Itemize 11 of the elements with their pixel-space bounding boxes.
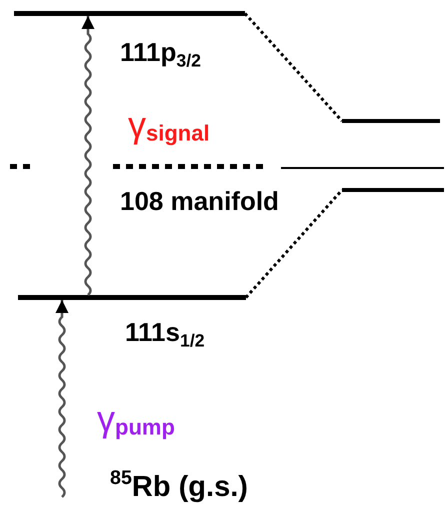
wavy-arrow bbox=[82, 16, 94, 296]
energy-level-line bbox=[281, 167, 444, 169]
level-label: 108 manifold bbox=[120, 186, 279, 218]
level-label: $^{85}$Rb (g.s.) bbox=[110, 470, 248, 505]
level-label: 111s$_{1/2}$ bbox=[125, 317, 205, 348]
edge-label: γ$_{pump}$ bbox=[97, 397, 175, 440]
dotted-line bbox=[244, 12, 344, 122]
dotted-line bbox=[244, 189, 344, 298]
wavy-arrow bbox=[56, 300, 68, 498]
level-label: 111p$_{3/2}$ bbox=[120, 37, 201, 68]
edge-label: γ$_{signal}$ bbox=[128, 103, 210, 146]
